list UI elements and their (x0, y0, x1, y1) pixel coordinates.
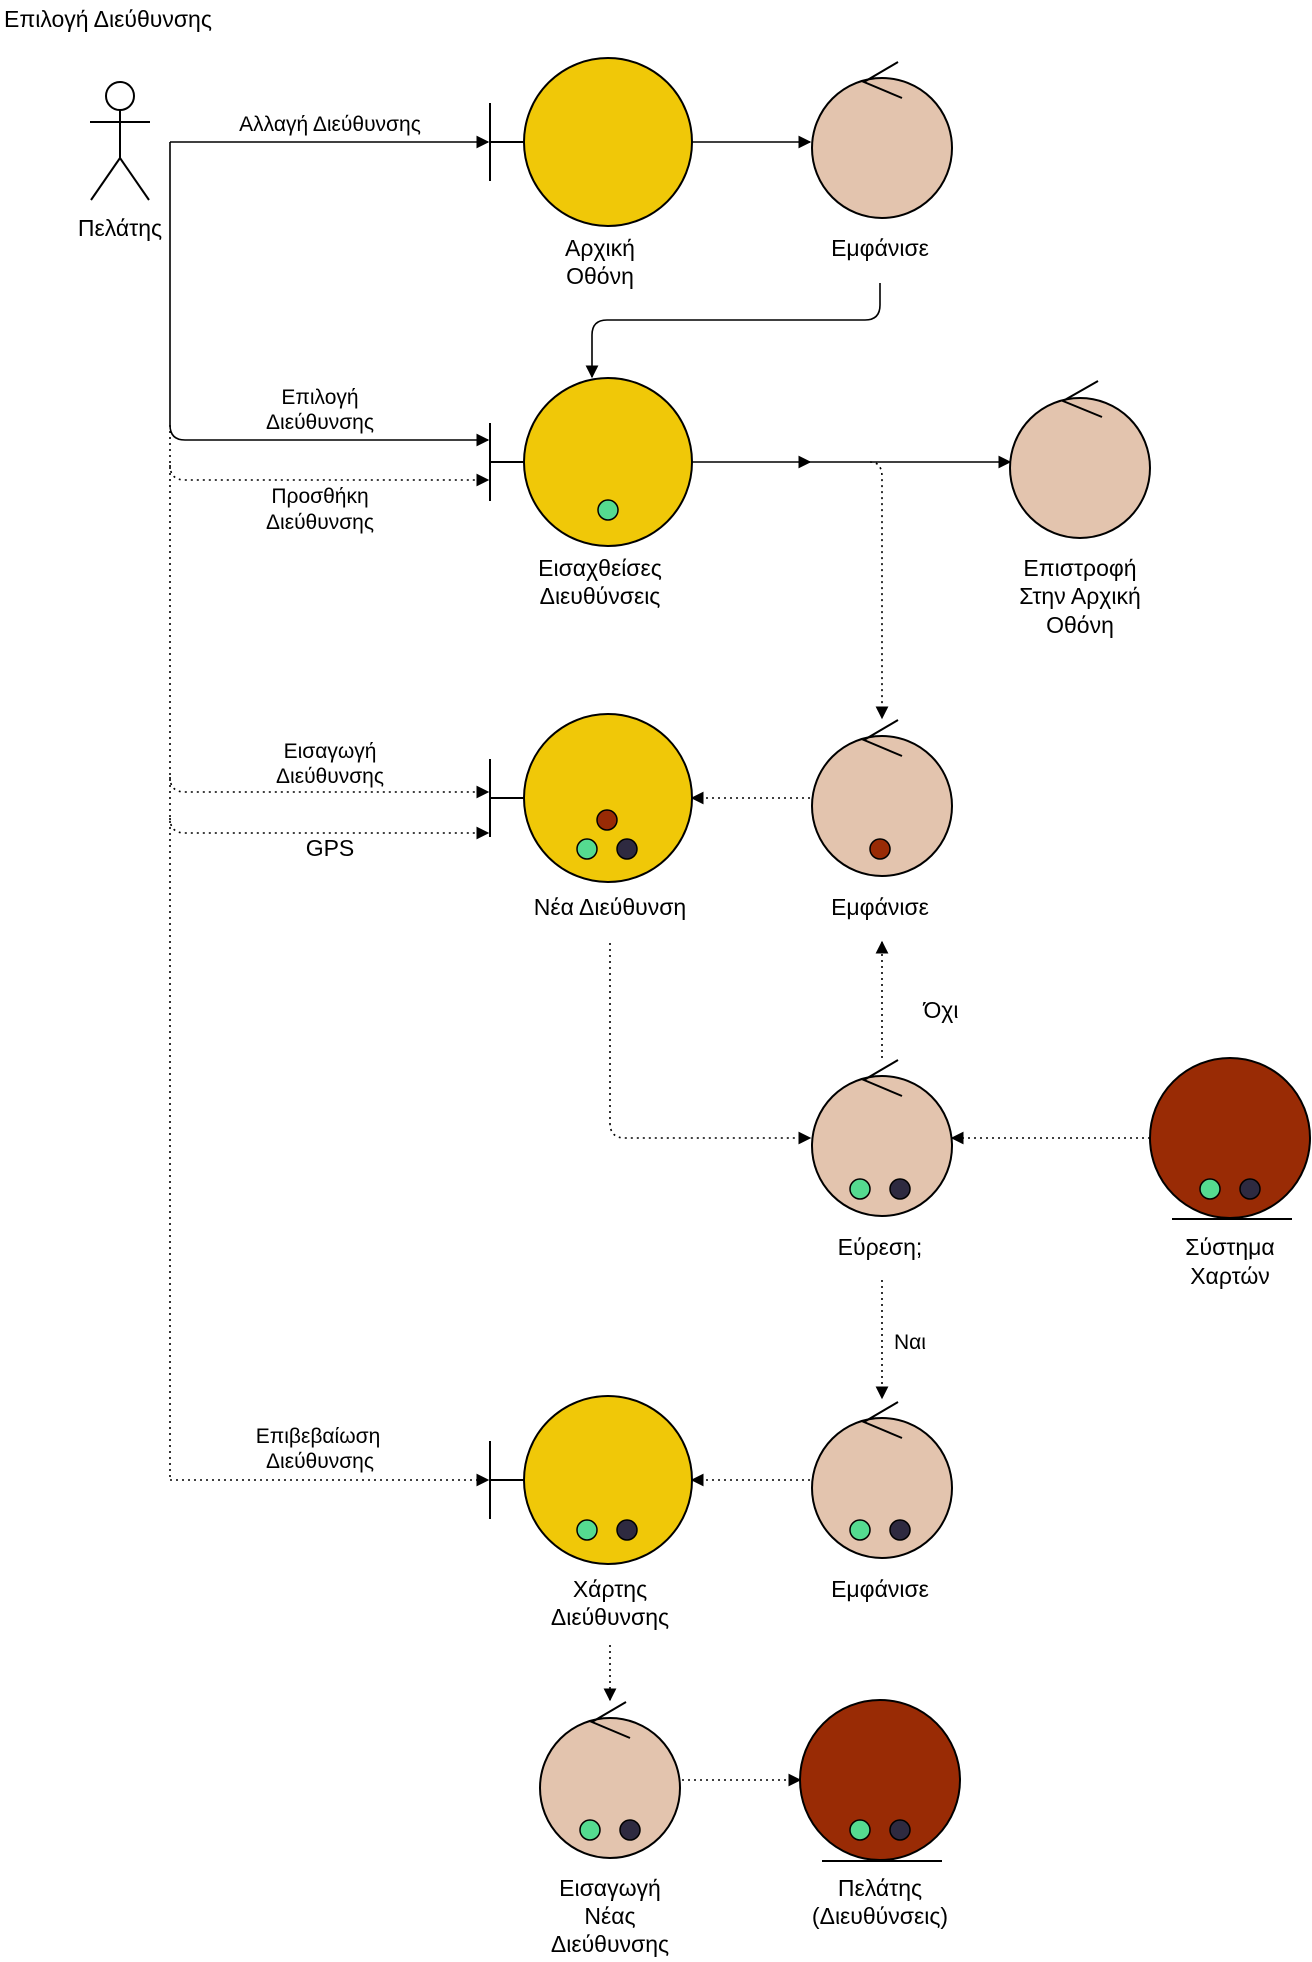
control-arrowhead (861, 1401, 903, 1439)
entity-circle (1149, 1057, 1311, 1219)
control-show-1[interactable]: Εμφάνισε (811, 61, 953, 261)
node-label-line-1: Επιστροφή (1023, 555, 1136, 581)
control-insert-new-address[interactable]: Εισαγωγή Νέας Διεύθυνσης (539, 1701, 681, 1957)
control-show-2[interactable]: Εμφάνισε (811, 719, 953, 920)
dark-dot (1239, 1178, 1261, 1200)
node-label-line-1: Σύστημα (1185, 1234, 1274, 1260)
label-change-address: Αλλαγή Διεύθυνσης (239, 113, 421, 136)
entity-customer-addresses[interactable]: Πελάτης (Διευθύνσεις) (799, 1699, 961, 1929)
label-add-address-1: Προσθήκη (271, 485, 368, 508)
edge-add-address (169, 464, 490, 487)
dark-dot (616, 1519, 638, 1541)
actor-head (105, 81, 135, 111)
diagram-title: Επιλογή Διεύθυνσης (4, 6, 212, 32)
boundary-new-address[interactable]: Νέα Διεύθυνση (489, 713, 693, 920)
control-circle (811, 1417, 953, 1559)
node-label-line-2: (Διευθύνσεις) (812, 1903, 948, 1929)
edge-insert-address (169, 776, 490, 799)
red-dot (869, 838, 891, 860)
label-yes: Ναι (894, 1331, 926, 1354)
green-dot (849, 1519, 871, 1541)
edge-gps (169, 817, 490, 840)
control-arrowhead (589, 1701, 631, 1739)
control-circle (811, 735, 953, 877)
node-label-line-1: Εμφάνισε (831, 1576, 929, 1602)
boundary-address-map[interactable]: Χάρτης Διεύθυνσης (489, 1395, 693, 1630)
label-gps: GPS (306, 835, 355, 861)
control-circle (1009, 397, 1151, 539)
dark-dot (889, 1519, 911, 1541)
node-label-line-1: Χάρτης (573, 1576, 647, 1602)
node-label-line-1: Νέα Διεύθυνση (534, 894, 686, 920)
dark-dot (616, 838, 638, 860)
node-label-line-2: Διευθύνσεις (540, 583, 661, 609)
boundary-initial-screen[interactable]: Αρχική Οθόνη (489, 57, 693, 289)
boundary-circle (523, 377, 693, 547)
label-insert-address-1: Εισαγωγή (284, 740, 377, 763)
green-dot (576, 838, 598, 860)
node-label-line-2: Οθόνη (566, 263, 634, 289)
control-return-home[interactable]: Επιστροφή Στην Αρχική Οθόνη (1009, 380, 1151, 638)
dark-dot (889, 1819, 911, 1841)
label-select-address-1: Επιλογή (281, 386, 358, 409)
label-select-address-2: Διεύθυνσης (266, 411, 374, 434)
control-arrowhead (861, 61, 903, 99)
node-label-line-2: Διεύθυνσης (551, 1604, 669, 1630)
dark-dot (889, 1178, 911, 1200)
dark-dot (619, 1819, 641, 1841)
green-dot (576, 1519, 598, 1541)
actor-customer[interactable]: Πελάτης (78, 81, 162, 241)
label-insert-address-2: Διεύθυνσης (276, 765, 384, 788)
label-confirm-address-1: Επιβεβαίωση (256, 1425, 381, 1448)
node-label-line-1: Αρχική (565, 235, 635, 261)
node-label-line-2: Χαρτών (1190, 1263, 1270, 1289)
entity-circle (799, 1699, 961, 1861)
green-dot (849, 1178, 871, 1200)
label-confirm-address-2: Διεύθυνσης (266, 1450, 374, 1473)
entity-map-system[interactable]: Σύστημα Χαρτών (1149, 1057, 1311, 1289)
green-dot (597, 499, 619, 521)
node-label-line-3: Οθόνη (1046, 612, 1114, 638)
control-show-3[interactable]: Εμφάνισε (811, 1401, 953, 1602)
edges (169, 135, 1150, 1787)
label-add-address-2: Διεύθυνσης (266, 511, 374, 534)
control-arrowhead (861, 719, 903, 757)
actor-label: Πελάτης (78, 215, 162, 241)
control-arrowhead (861, 1059, 903, 1097)
node-label-line-1: Εισαχθείσες (538, 555, 662, 581)
node-label-line-1: Εύρεση; (838, 1234, 923, 1260)
control-circle (811, 77, 953, 219)
green-dot (849, 1819, 871, 1841)
node-label-line-1: Εμφάνισε (831, 235, 929, 261)
node-label-line-2: Νέας (584, 1903, 635, 1929)
control-circle (811, 1075, 953, 1217)
actor-right-leg (119, 157, 150, 201)
node-label-line-3: Διεύθυνσης (551, 1931, 669, 1957)
green-dot (1199, 1178, 1221, 1200)
node-label-line-1: Εισαγωγή (559, 1875, 661, 1901)
edge-labels: Αλλαγή Διεύθυνσης Επιλογή Διεύθυνσης Προ… (239, 113, 958, 1473)
node-label-line-2: Στην Αρχική (1019, 583, 1141, 609)
control-circle (539, 1717, 681, 1859)
node-label-line-1: Πελάτης (838, 1875, 922, 1901)
boundary-entered-addresses[interactable]: Εισαχθείσες Διευθύνσεις (489, 377, 693, 609)
edge-new-to-find (609, 943, 812, 1145)
control-find[interactable]: Εύρεση; (811, 1059, 953, 1260)
red-dot (596, 809, 618, 831)
edge-entered-to-show2 (869, 461, 889, 720)
control-arrowhead (1060, 380, 1103, 418)
actor-left-leg (90, 157, 121, 201)
label-no: Όχι (923, 997, 959, 1023)
boundary-circle (523, 1395, 693, 1565)
boundary-circle (523, 713, 693, 883)
green-dot (579, 1819, 601, 1841)
boundary-circle (523, 57, 693, 227)
edge-show-to-entered (585, 283, 881, 379)
node-label-line-1: Εμφάνισε (831, 894, 929, 920)
